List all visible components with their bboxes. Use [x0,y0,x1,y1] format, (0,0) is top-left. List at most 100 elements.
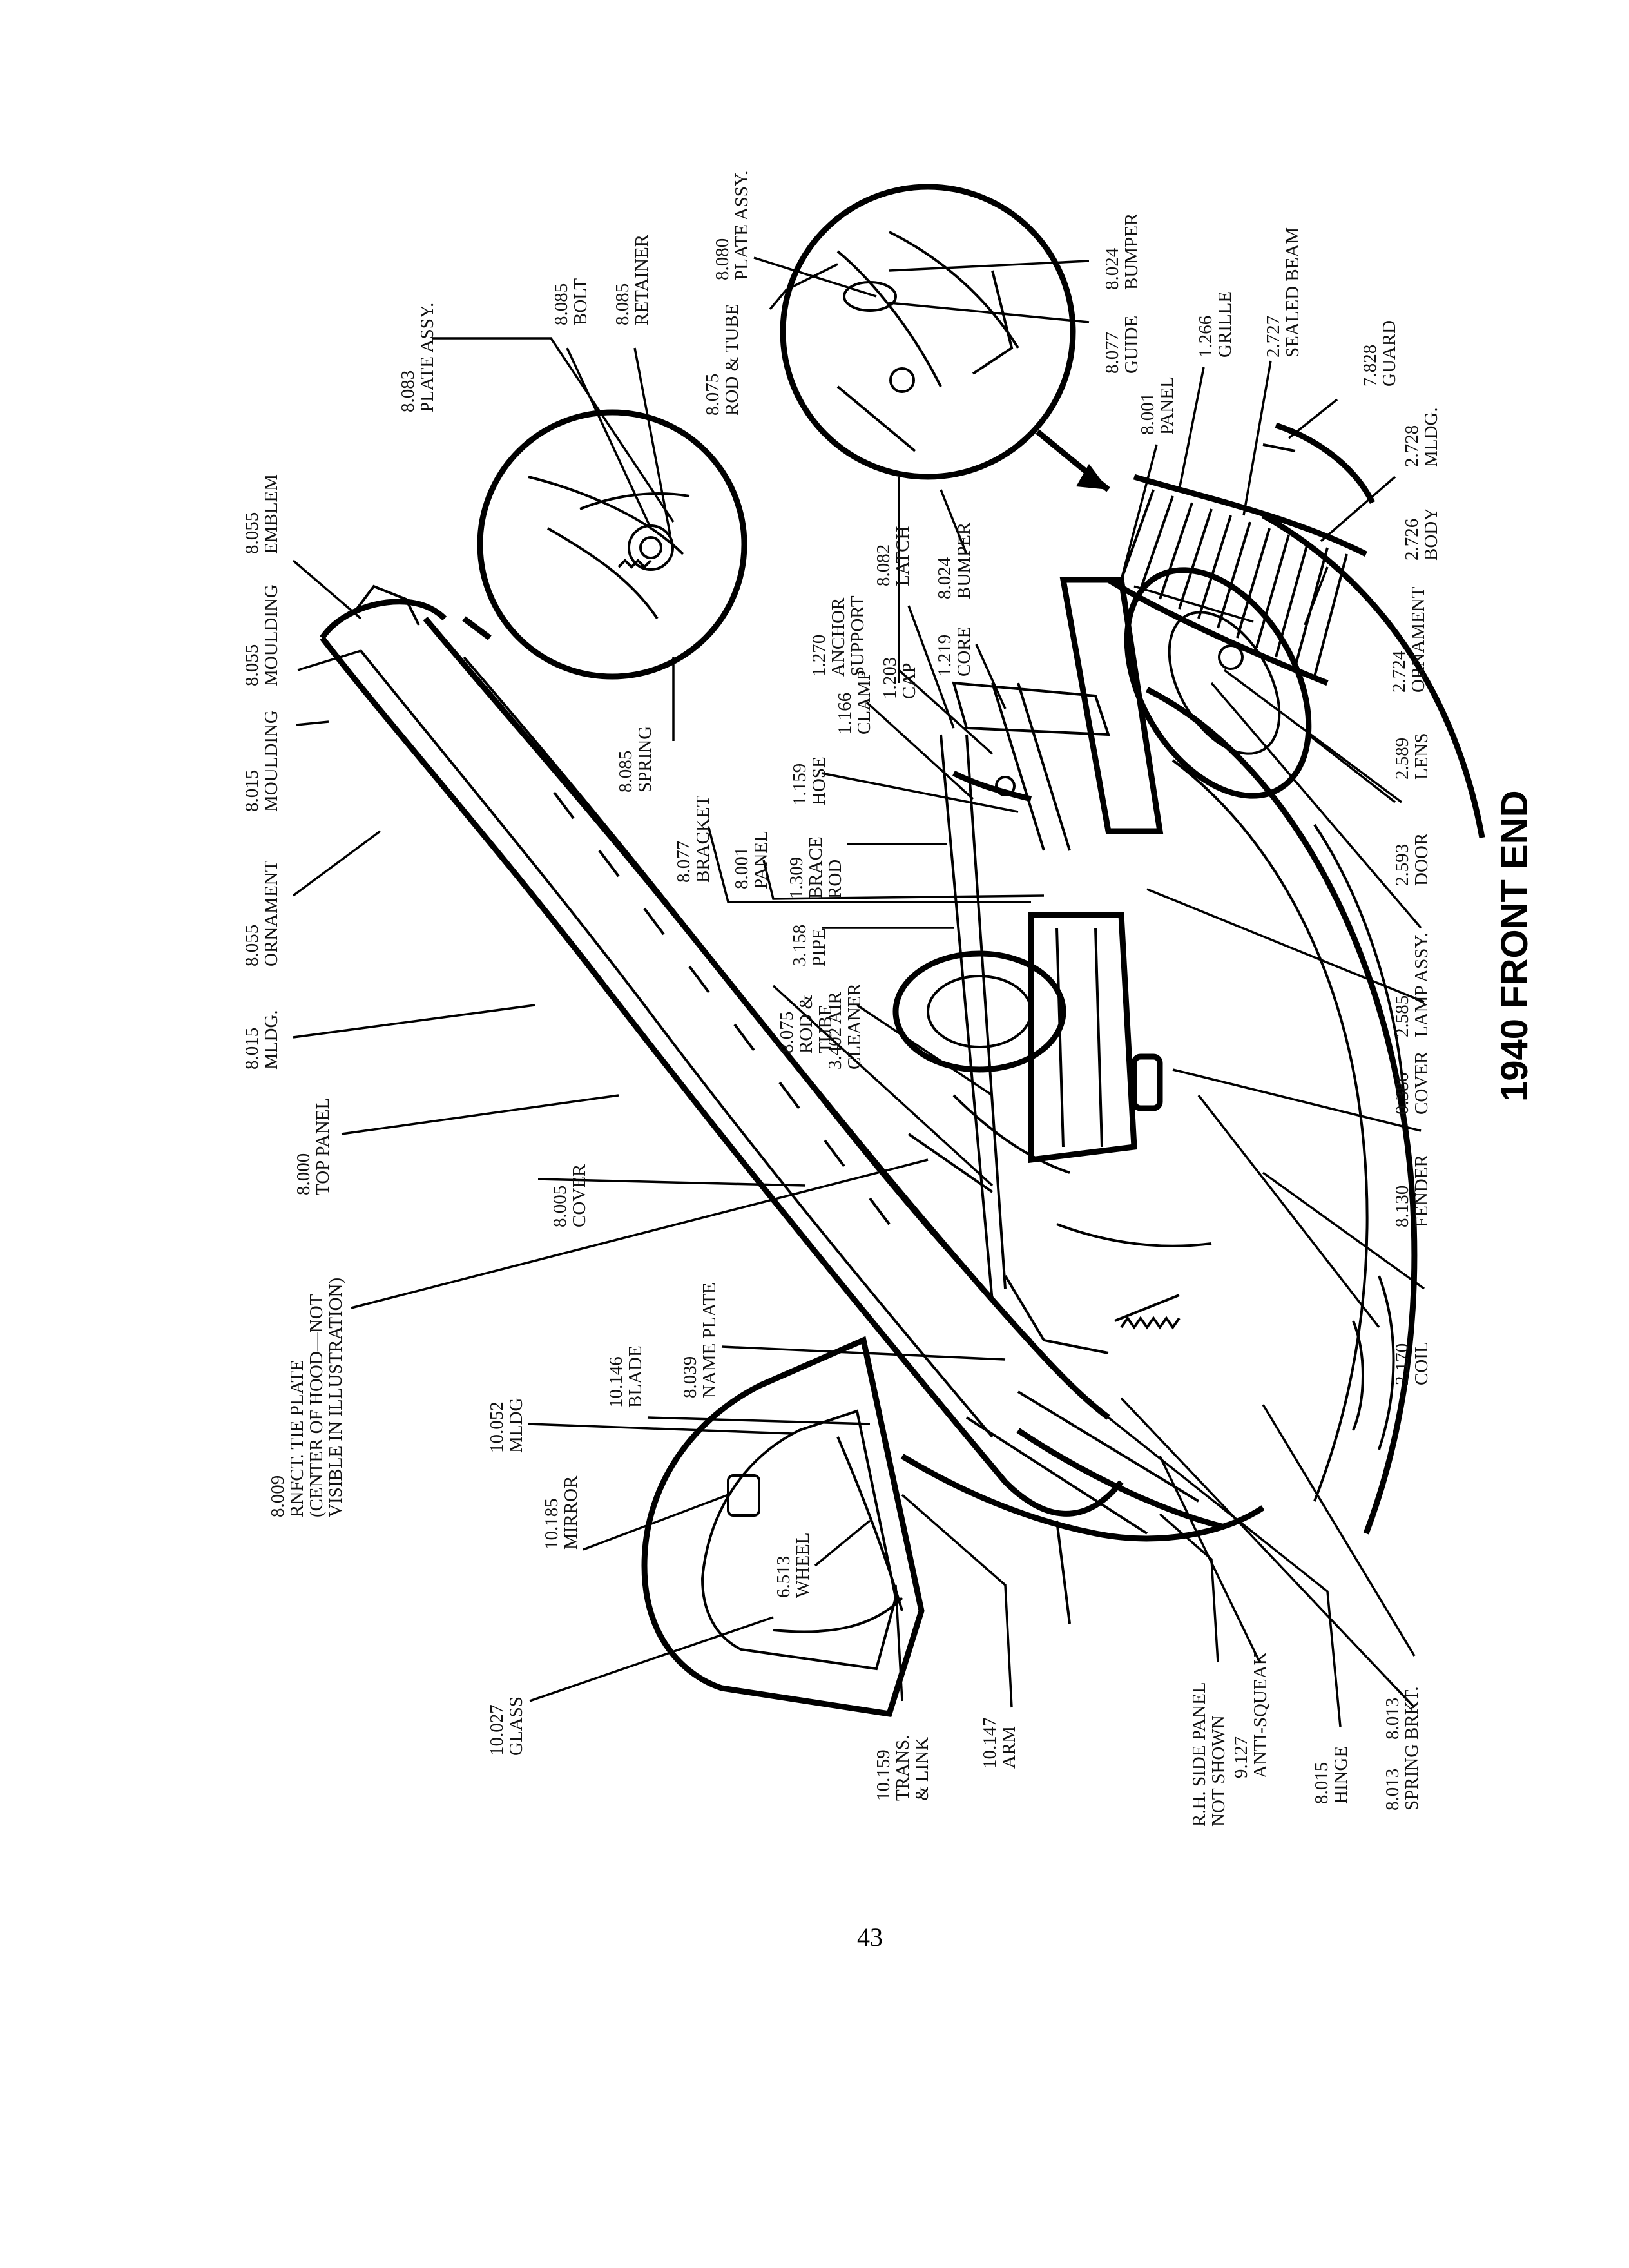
label-brace-rod-1309: 1.309BRACEROD [786,836,845,899]
label-line: BUMPER [1121,213,1142,290]
label-line: VISIBLE IN ILLUSTRATION) [325,1278,346,1517]
label-coil-2170: 2.170COIL [1392,1341,1432,1385]
label-line: 8.085 [612,284,633,325]
label-line: 8.077 [673,841,694,883]
label-line: MIRROR [561,1475,581,1550]
label-line: BODY [1421,508,1441,561]
page-title: 1940 FRONT END [1494,791,1536,1102]
label-line: WHEEL [793,1533,813,1598]
label-line: CLEANER [844,983,865,1070]
label-line: GRILLE [1215,291,1235,358]
label-line: PIPE [809,928,829,966]
label-pipe-3158: 3.158PIPE [789,925,829,966]
label-line: LAMP ASSY. [1411,932,1432,1037]
label-bracket-8077: 8.077BRACKET [673,795,713,883]
label-line: 8.015 [1311,1762,1332,1804]
page-number: 43 [857,1923,883,1952]
label-line: ROD & [796,995,816,1053]
label-line: 9.127 [1231,1736,1251,1778]
label-moulding-8055: 8.055MOULDING [242,584,282,686]
label-line: MOULDING [261,710,282,812]
label-line: 8.082 [873,544,894,586]
leader-lines [292,256,1425,1727]
label-blade-10146: 10.146BLADE [606,1345,646,1408]
label-emblem-8055: 8.055EMBLEM [242,474,282,554]
label-line: RETAINER [631,234,652,325]
label-line: & LINK [912,1737,932,1801]
label-line: 2.593 [1392,844,1412,886]
label-line: BUMPER [954,522,974,599]
label-guard-7828: 7.828GUARD [1360,320,1400,387]
label-cover-0386: 0.386COVER [1392,1051,1432,1115]
label-line: 1.219 [934,635,955,677]
label-lens-2589: 2.589LENS [1392,733,1432,780]
label-line: 8.055 [242,512,262,554]
label-line: BLADE [625,1345,646,1408]
label-line: 8.001 [1137,393,1158,435]
label-line: BRACKET [693,795,713,883]
label-hose-1159: 1.159HOSE [789,756,829,805]
label-spring-8013: 8.013SPRING [1382,1744,1422,1811]
label-line: CORE [954,627,974,677]
label-line: 3.402 AIR [825,992,845,1070]
label-line: 2.728 [1402,425,1422,467]
label-line: 1.309 [786,857,807,899]
label-line: 1.266 [1195,316,1216,358]
grille-bars [1106,474,1368,686]
label-ornament-2724: 2.724ORNAMENT [1389,586,1429,693]
illustration-art [320,184,1485,1718]
label-line: 10.159 [873,1749,894,1801]
label-line: 8.039 [680,1356,700,1398]
label-line: 0.386 [1392,1073,1412,1115]
label-line: CAP [899,663,920,699]
label-line: MLDG. [261,1010,282,1070]
label-line: 8.083 [398,370,418,412]
label-line: 8.085 [615,751,636,793]
label-line: BRKT. [1402,1687,1422,1740]
label-line: 3.158 [789,925,810,966]
label-line: LENS [1411,733,1432,780]
label-door-2593: 2.593DOOR [1392,832,1432,886]
label-panel-8001-right: 8.001PANEL [1137,376,1177,435]
label-core-1219: 1.219CORE [934,627,974,677]
label-line: 8.055 [242,925,262,966]
label-line: PLATE ASSY. [417,303,438,412]
label-plate-assy-8080: 8.080PLATE ASSY. [712,171,752,280]
label-mldg-8015: 8.015MLDG. [242,1010,282,1070]
label-line: COVER [1411,1051,1432,1115]
label-line: 8.005 [550,1186,570,1227]
label-line: 2.726 [1402,519,1422,561]
label-line: 8.077 [1102,332,1123,374]
label-line: COVER [569,1164,590,1227]
label-anchor-support-1270: 1.270ANCHORSUPPORT [809,595,868,677]
label-bumper-8024-top: 8.024BUMPER [1102,213,1142,290]
label-line: 10.052 [487,1401,507,1453]
label-panel-8001-mid: 8.001PANEL [731,831,771,889]
label-line: (CENTER OF HOOD—NOT [306,1294,327,1517]
label-bumper-8024-mid: 8.024BUMPER [934,522,974,599]
label-line: 10.146 [606,1356,626,1408]
label-name-plate-8039: 8.039NAME PLATE [680,1282,720,1398]
label-top-panel-8000: 8.000TOP PANEL [293,1098,333,1195]
label-line: NOT SHOWN [1208,1715,1229,1827]
label-line: 2.589 [1392,738,1412,780]
label-line: 8.130 [1392,1186,1412,1227]
label-body-2726: 2.726BODY [1402,508,1441,561]
label-fender-8130: 8.130FENDER [1392,1155,1432,1227]
label-retainer-8085: 8.085RETAINER [612,234,652,325]
label-line: ANCHOR [828,597,849,677]
label-mldg-2728: 2.728MLDG. [1402,407,1441,467]
label-glass-10027: 10.027GLASS [487,1696,526,1756]
label-line: 8.000 [293,1153,314,1195]
label-line: MLDG [506,1398,526,1453]
label-cap-1203: 1.203CAP [880,657,920,699]
label-line: 8.013 [1382,1769,1403,1811]
label-mldg-10052: 10.052MLDG [487,1398,526,1453]
label-line: ORNAMENT [1408,586,1429,693]
label-line: 2.585 [1392,995,1412,1037]
label-line: FENDER [1411,1155,1432,1227]
label-line: HOSE [809,756,829,805]
label-line: HINGE [1331,1746,1351,1804]
label-line: MOULDING [261,584,282,686]
